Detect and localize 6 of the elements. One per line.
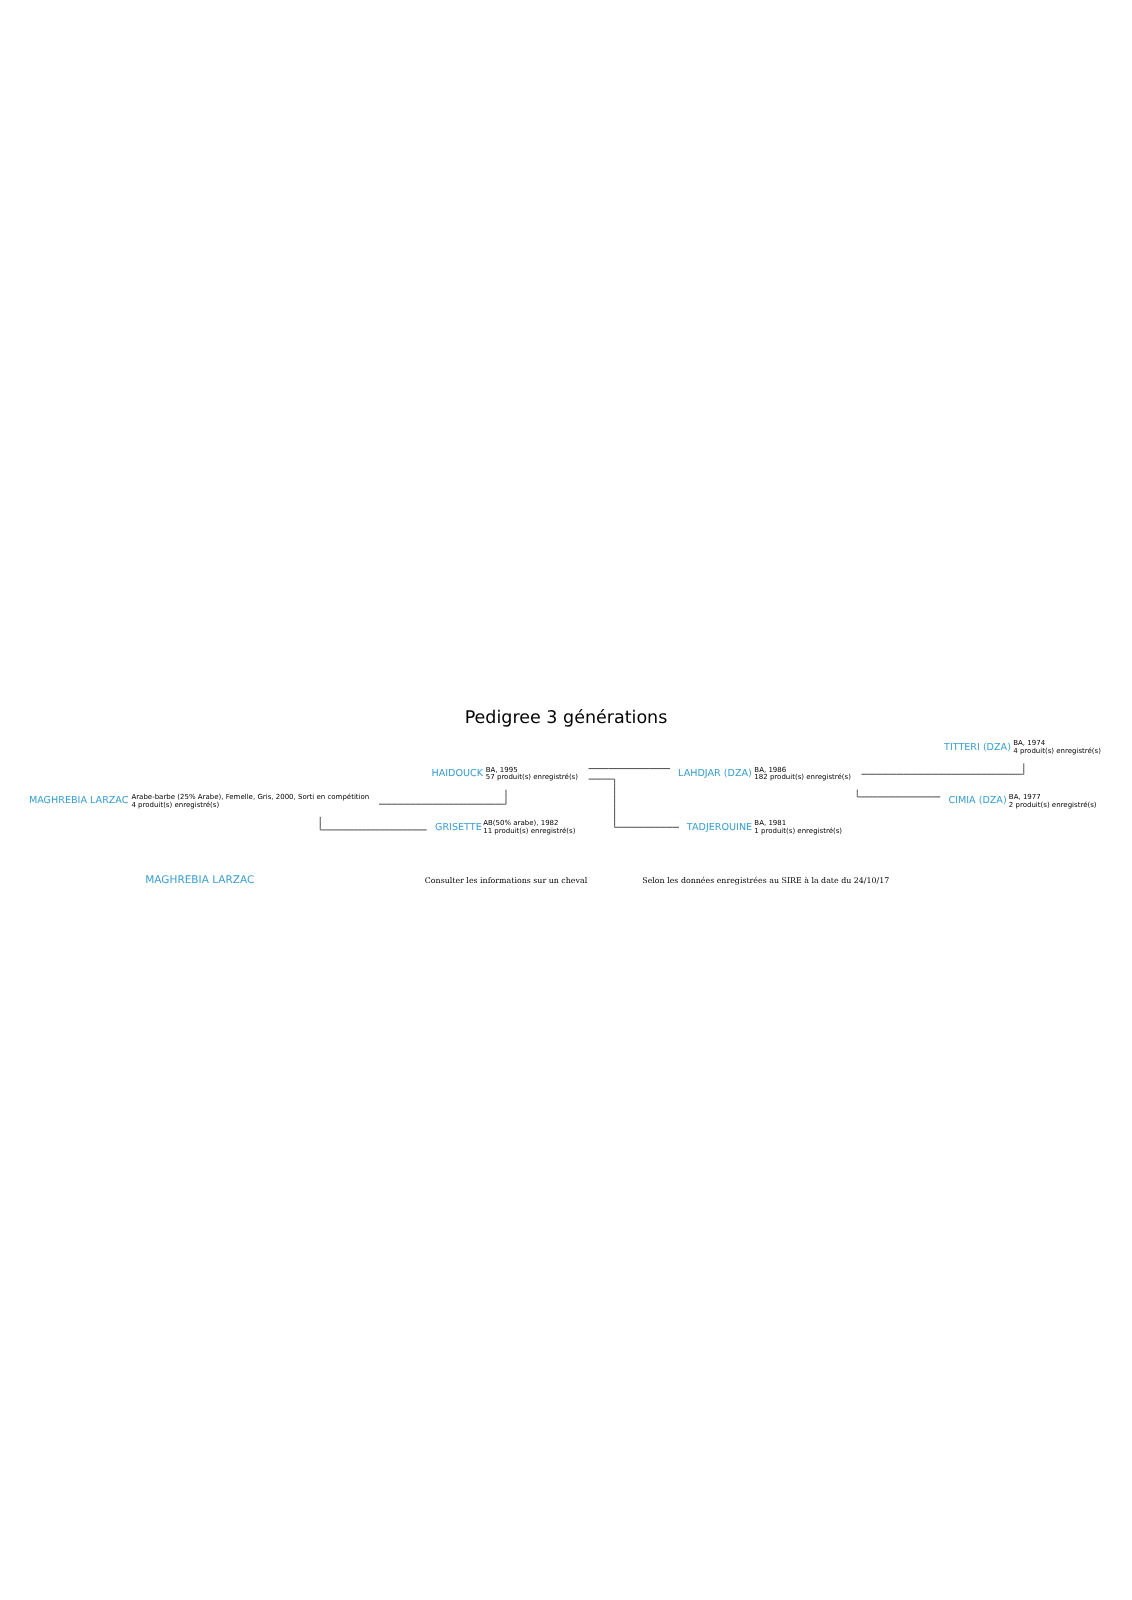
connector xyxy=(319,815,428,830)
connector xyxy=(588,767,671,769)
connector xyxy=(588,777,680,827)
diagram-title: Pedigree 3 générations xyxy=(464,708,668,729)
connector xyxy=(856,788,941,797)
connector xyxy=(861,761,1025,774)
